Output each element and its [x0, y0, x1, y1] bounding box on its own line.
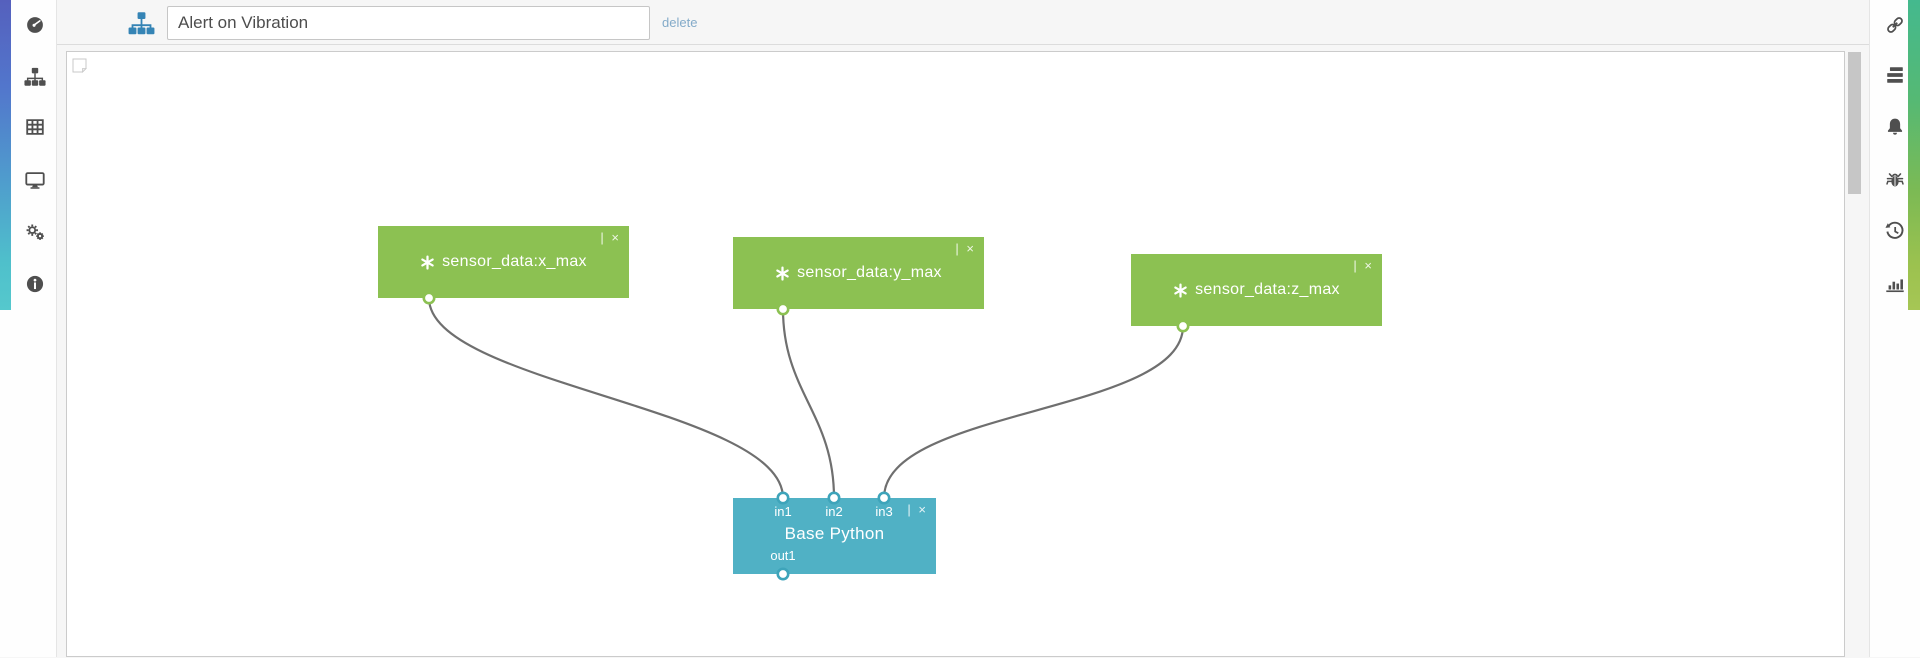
sitemap-icon [24, 67, 46, 86]
edge-y-max-to-in2[interactable] [781, 308, 836, 499]
port-y-max-out[interactable] [776, 302, 790, 316]
node-label: sensor_data:z_max [1173, 281, 1340, 299]
gauge-icon [27, 17, 43, 33]
sidebar-item-alerts[interactable] [1884, 116, 1906, 138]
flow-type-badge [128, 10, 155, 37]
server-icon [1887, 67, 1903, 83]
edge-z-max-to-in3[interactable] [882, 325, 1185, 499]
node-sensor-x-max[interactable]: | × sensor_data:x_max [378, 226, 629, 298]
node-title: sensor_data:x_max [442, 253, 587, 270]
note-icon[interactable] [72, 58, 87, 78]
port-z-max-out[interactable] [1176, 319, 1190, 333]
monitor-icon [25, 172, 45, 189]
history-icon [1885, 221, 1904, 239]
sidebar-item-history[interactable] [1884, 220, 1906, 242]
sidebar-item-links[interactable] [1884, 14, 1906, 36]
sidebar-item-stats[interactable] [1884, 273, 1906, 295]
sidebar-item-settings[interactable] [24, 221, 46, 243]
sidebar-item-dashboard[interactable] [24, 14, 46, 36]
right-sidebar [1869, 0, 1920, 657]
bar-chart-icon [1886, 279, 1904, 293]
node-title: Base Python [784, 524, 885, 543]
sitemap-icon [128, 12, 155, 35]
delete-link[interactable]: delete [662, 15, 698, 30]
node-label: sensor_data:y_max [775, 264, 942, 282]
nodes-layer: | × sensor_data:x_max | × sensor_data:y_ [67, 52, 1846, 658]
node-label: sensor_data:x_max [420, 253, 587, 271]
port-out1[interactable] [776, 567, 790, 581]
sidebar-item-info[interactable] [24, 273, 46, 295]
node-title: sensor_data:z_max [1195, 281, 1340, 298]
asterisk-icon [1174, 282, 1187, 298]
bug-icon [1886, 173, 1904, 187]
gears-icon [26, 224, 44, 240]
port-label-out1: out1 [770, 548, 796, 563]
canvas-vertical-scrollbar[interactable] [1848, 52, 1861, 194]
port-in1[interactable] [776, 491, 790, 505]
left-gradient-strip [0, 0, 11, 310]
left-sidebar [0, 0, 57, 657]
node-title: sensor_data:y_max [797, 264, 942, 281]
close-icon[interactable]: | × [907, 502, 928, 517]
ports-layer [422, 291, 1190, 581]
sidebar-item-server[interactable] [1884, 64, 1906, 86]
sidebar-item-flows[interactable] [24, 66, 46, 88]
flow-title-input[interactable] [167, 6, 650, 40]
edge-x-max-to-in1[interactable] [427, 297, 785, 499]
info-icon [26, 275, 44, 293]
node-base-python[interactable]: | × in1 in2 in3 Base Python out1 [733, 498, 936, 574]
port-label-in1: in1 [774, 504, 792, 519]
right-gradient-strip [1908, 0, 1920, 310]
flow-canvas[interactable]: | × sensor_data:x_max | × sensor_data:y_ [66, 51, 1845, 657]
node-sensor-y-max[interactable]: | × sensor_data:y_max [733, 237, 984, 309]
port-x-max-out[interactable] [422, 291, 436, 305]
node-sensor-z-max[interactable]: | × sensor_data:z_max [1131, 254, 1382, 326]
port-label-in2: in2 [825, 504, 843, 519]
port-in2[interactable] [827, 491, 841, 505]
link-icon [1887, 17, 1903, 33]
close-icon[interactable]: | × [600, 230, 621, 245]
sidebar-item-tables[interactable] [24, 116, 46, 138]
close-icon[interactable]: | × [1353, 258, 1374, 273]
asterisk-icon [421, 254, 434, 270]
sidebar-item-debug[interactable] [1884, 169, 1906, 191]
port-in3[interactable] [877, 491, 891, 505]
edges-layer [427, 297, 1185, 499]
close-icon[interactable]: | × [955, 241, 976, 256]
table-icon [26, 119, 44, 135]
sidebar-item-displays[interactable] [24, 169, 46, 191]
topbar: delete [57, 0, 1869, 45]
bell-icon [1887, 118, 1903, 135]
asterisk-icon [776, 265, 789, 281]
port-label-in3: in3 [875, 504, 893, 519]
